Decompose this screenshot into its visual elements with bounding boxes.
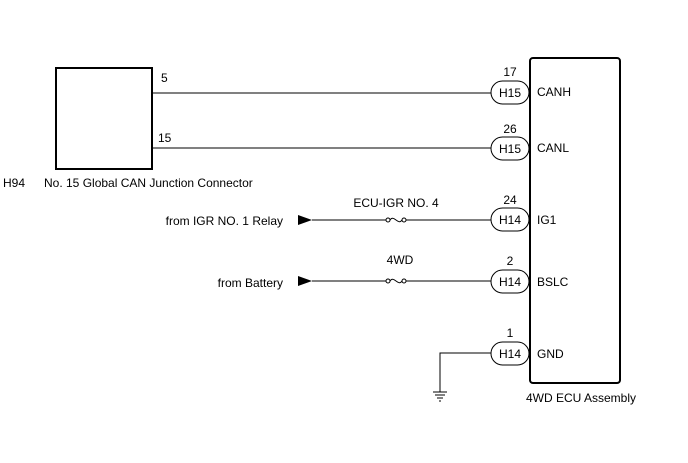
arrow-right-icon (298, 276, 312, 286)
junction-connector-box (55, 67, 153, 170)
connector-id-label: H94 (3, 176, 25, 190)
ecu-pin-number: 2 (507, 254, 514, 268)
signal-label: GND (537, 347, 564, 361)
connector-tag (490, 269, 530, 294)
connector-tag (490, 80, 530, 105)
ecu-pin-number: 24 (503, 193, 517, 207)
ecu-pin-number: 17 (503, 65, 517, 79)
connector-name-label: No. 15 Global CAN Junction Connector (44, 176, 253, 190)
connector-tag (490, 207, 530, 232)
gnd-wire (439, 352, 491, 392)
fuse-label: 4WD (387, 253, 414, 267)
source-label: from Battery (218, 276, 283, 290)
fuse-icon (385, 278, 407, 284)
arrow-right-icon (298, 215, 312, 225)
source-label: from IGR NO. 1 Relay (166, 214, 283, 228)
ecu-pin-number: 26 (503, 122, 517, 136)
source-pin-label: 15 (158, 131, 172, 145)
ecu-pin-number: 1 (507, 326, 514, 340)
signal-label: IG1 (537, 213, 557, 227)
connector-tag-label: H15 (499, 142, 521, 156)
ground-icon (433, 391, 447, 402)
ecu-box (529, 57, 621, 384)
connector-tag-label: H14 (499, 275, 521, 289)
connector-tag (490, 136, 530, 161)
fuse-icon (385, 217, 407, 223)
signal-label: CANL (537, 141, 569, 155)
source-pin-label: 5 (161, 71, 168, 85)
ecu-name-label: 4WD ECU Assembly (526, 391, 636, 405)
fuse-label: ECU-IGR NO. 4 (353, 196, 439, 210)
connector-tag-label: H14 (499, 213, 521, 227)
signal-label: BSLC (537, 275, 569, 289)
connector-tag-label: H14 (499, 347, 521, 361)
connector-tag-label: H15 (499, 86, 521, 100)
signal-label: CANH (537, 85, 571, 99)
